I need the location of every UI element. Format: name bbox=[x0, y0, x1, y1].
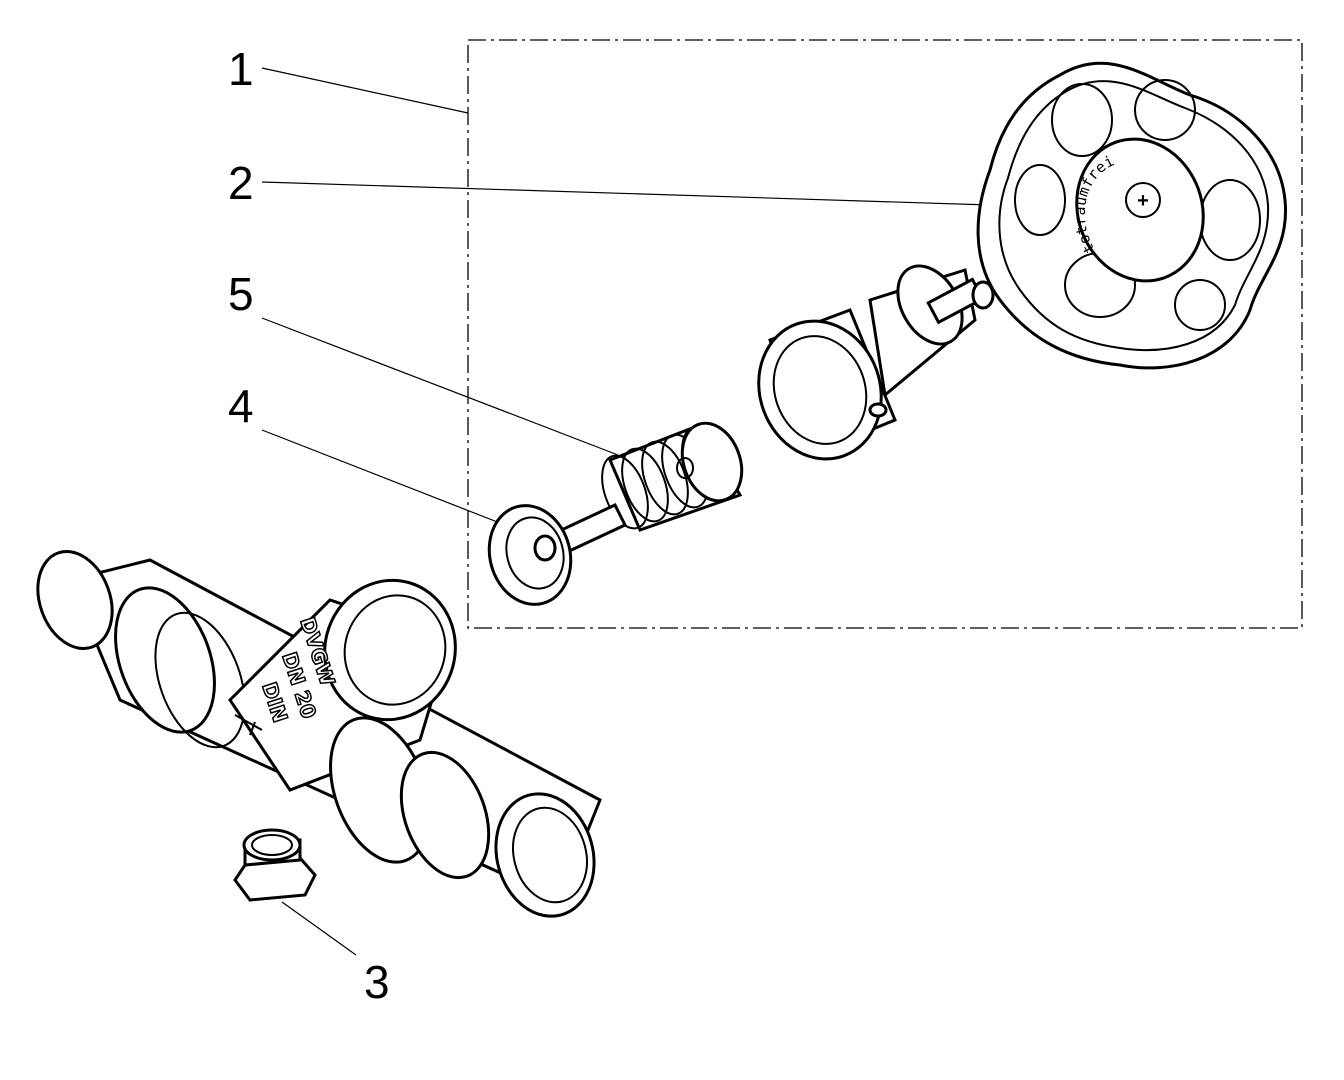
handwheel: + totraumfrei bbox=[976, 61, 1288, 370]
leader-line-4 bbox=[261, 429, 506, 526]
leader-line-5 bbox=[261, 317, 619, 456]
callout-3: 3 bbox=[364, 956, 390, 1008]
spring bbox=[601, 421, 744, 532]
callout-1: 1 bbox=[228, 43, 254, 95]
plug-screw bbox=[233, 828, 317, 902]
callout-5: 5 bbox=[228, 268, 254, 320]
flow-arrow-icon bbox=[234, 714, 263, 736]
assembly-boundary-box bbox=[467, 39, 1303, 629]
callout-4: 4 bbox=[228, 380, 254, 432]
leader-line-2 bbox=[261, 181, 991, 206]
valve-body: DVGW DN 20 DIN bbox=[36, 550, 602, 918]
leader-line-1 bbox=[261, 67, 469, 114]
bonnet-spindle bbox=[757, 264, 995, 461]
handwheel-center-symbol: + bbox=[1137, 190, 1149, 212]
handwheel-hub bbox=[1075, 137, 1205, 283]
callout-2: 2 bbox=[228, 157, 254, 209]
leader-line-3 bbox=[281, 901, 357, 956]
valve-disc bbox=[487, 503, 628, 606]
